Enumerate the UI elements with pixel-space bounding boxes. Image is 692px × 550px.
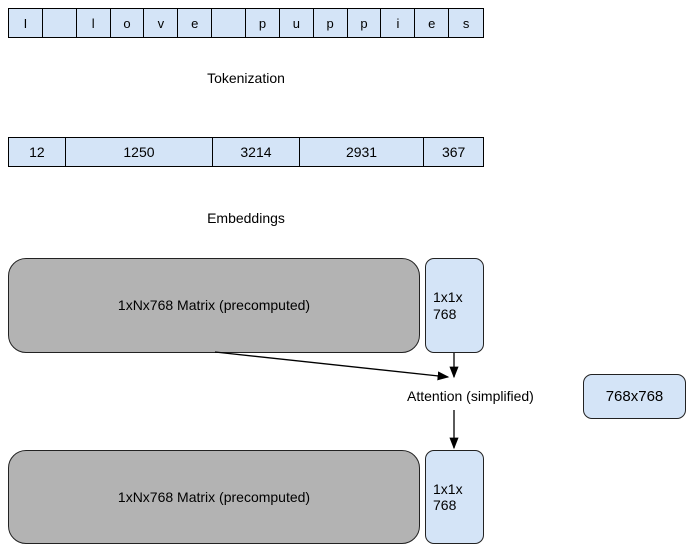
character-cell: u	[280, 9, 314, 37]
vector-box-top: 1x1x 768	[425, 258, 484, 353]
token-id-strip: 12 1250 3214 2931 367	[8, 137, 484, 167]
attention-weights-box: 768x768	[583, 374, 686, 419]
attention-weights-label: 768x768	[605, 387, 664, 405]
character-cell	[43, 9, 77, 37]
character-cell: o	[111, 9, 145, 37]
vector-box-bottom: 1x1x 768	[425, 450, 484, 544]
character-cell: v	[144, 9, 179, 37]
vector-box-bottom-line2: 768	[433, 497, 457, 513]
matrix-box-bottom: 1xNx768 Matrix (precomputed)	[8, 450, 420, 544]
character-cell: I	[9, 9, 43, 37]
matrix-to-attention-arrow	[214, 351, 450, 381]
vector-box-top-label: 1x1x 768	[433, 289, 463, 321]
character-cell: e	[178, 9, 213, 37]
character-cell: e	[415, 9, 450, 37]
character-token-strip: I l o v e p u p p i e s	[8, 8, 484, 38]
character-cell: p	[246, 9, 280, 37]
vector-box-bottom-line1: 1x1x	[433, 480, 463, 497]
matrix-box-bottom-label: 1xNx768 Matrix (precomputed)	[117, 488, 311, 505]
character-cell: l	[77, 9, 111, 37]
matrix-box-top-label: 1xNx768 Matrix (precomputed)	[117, 297, 311, 314]
token-id-cell: 367	[441, 144, 466, 160]
token-id-cell: 3214	[213, 138, 300, 166]
vector-box-top-line1: 1x1x	[433, 289, 463, 306]
vector-box-bottom-label: 1x1x 768	[433, 481, 463, 513]
embeddings-label: Embeddings	[207, 210, 285, 226]
matrix-box-top: 1xNx768 Matrix (precomputed)	[8, 258, 420, 353]
token-id-cell: 12	[9, 138, 66, 166]
tokenization-label: Tokenization	[207, 70, 285, 86]
token-id-cell: 2931	[300, 138, 425, 166]
character-cell: p	[348, 9, 382, 37]
character-cell: i	[381, 9, 416, 37]
token-id-cell: 1250	[66, 138, 214, 166]
character-cell: p	[314, 9, 348, 37]
character-cell	[212, 9, 247, 37]
vector-box-top-line2: 768	[433, 305, 457, 322]
character-cell: s	[462, 15, 470, 31]
attention-label: Attention (simplified)	[407, 388, 534, 404]
